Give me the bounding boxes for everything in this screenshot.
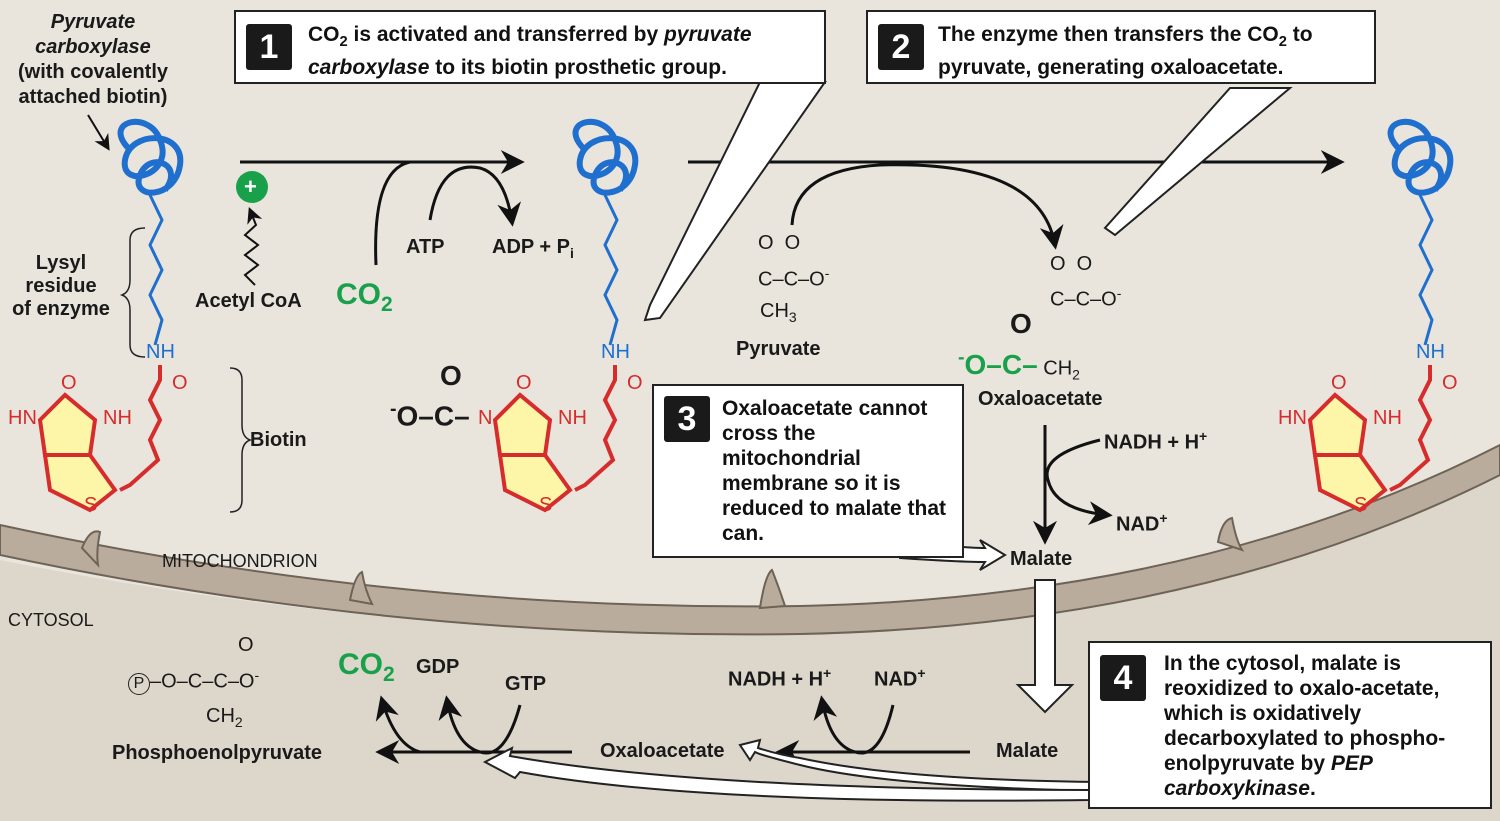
plus-sign: +	[244, 174, 257, 199]
co2-in-curve	[374, 160, 411, 266]
mitochondrial-membrane	[0, 443, 1500, 636]
biotin-mid-o: O	[516, 372, 532, 394]
callout4-pointer-b	[482, 746, 1091, 802]
cytosol-label: CYTOSOL	[8, 610, 94, 630]
callout2-pointer	[1103, 87, 1293, 237]
cyt-malate-label: Malate	[996, 740, 1059, 762]
enzyme-left-nh: NH	[146, 341, 175, 363]
biotin-label: Biotin	[250, 429, 307, 451]
pep-carbonyl-o: O	[238, 634, 254, 656]
callout-step-2: 2 The enzyme then transfers the CO2 to p…	[866, 10, 1376, 84]
mito-nadh-label: NADH + H+	[1104, 428, 1208, 454]
enzyme-right-nh: NH	[1416, 341, 1445, 363]
biotin-right-s: S	[1354, 494, 1368, 516]
pyruvate-curve	[790, 163, 1064, 250]
pep-ch2: CH2	[206, 705, 243, 730]
membrane-bump-3	[758, 568, 787, 610]
biotin-mid-n: N	[478, 407, 493, 429]
cyt-nadh-label: NADH + H+	[728, 665, 832, 691]
gtp-curve	[438, 695, 522, 755]
step-1-text: CO2 is activated and transferred by pyru…	[308, 23, 752, 80]
biotin-right-nh: NH	[1373, 407, 1402, 429]
enzyme-right	[1307, 118, 1454, 513]
nadh-curve	[1045, 438, 1113, 526]
biotin-left-hn: HN	[8, 407, 37, 429]
pyruvate-oxygens: O O	[758, 232, 801, 254]
oaa-oxygens: O O	[1050, 253, 1093, 275]
step-number-3: 3	[664, 396, 710, 442]
nad-curve	[813, 695, 895, 755]
step-number-2: 2	[878, 24, 924, 70]
co2-out-curve	[375, 695, 421, 754]
step-number-1: 1	[246, 24, 292, 70]
callout-step-1: 1 CO2 is activated and transferred by py…	[234, 10, 826, 84]
pyruvate-label: Pyruvate	[736, 338, 821, 360]
biotin-right-hn: HN	[1278, 407, 1307, 429]
enzyme-left-amide-o: O	[172, 372, 188, 394]
mitochondrion-label: MITOCHONDRION	[162, 551, 318, 571]
carboxybiotin-o: O	[440, 360, 462, 391]
step-number-4: 4	[1100, 655, 1146, 701]
pep-chain: P–O–C–C–O-	[128, 667, 259, 695]
oaa-new-carboxyl-o: O	[1010, 308, 1032, 339]
transport-arrow	[1015, 579, 1075, 714]
carboxybiotin-group: -O–C–	[390, 398, 470, 432]
cyt-oxaloacetate-label: Oxaloacetate	[600, 740, 725, 762]
membrane-bump-1	[80, 530, 102, 569]
cyt-nad-label: NAD+	[874, 665, 926, 691]
oaa-chain: C–C–O-	[1050, 285, 1122, 311]
membrane-bump-4	[1216, 516, 1245, 552]
pyruvate-chain: C–C–O-	[758, 265, 830, 291]
pep-label: Phosphoenolpyruvate	[112, 742, 323, 764]
oxaloacetate-label: Oxaloacetate	[978, 388, 1103, 410]
acetyl-coa-label: Acetyl CoA	[195, 290, 302, 312]
atp-label: ATP	[406, 236, 445, 258]
atp-curve	[428, 165, 522, 227]
biotin-left-o: O	[61, 372, 77, 394]
oaa-new-carboxyl: -O–C– CH2	[958, 347, 1080, 383]
mito-nad-label: NAD+	[1116, 510, 1168, 536]
step-2-text: The enzyme then transfers the CO2 to pyr…	[938, 23, 1313, 80]
enzyme-middle	[492, 118, 639, 513]
biotin-left-nh: NH	[103, 407, 132, 429]
lysyl-brace	[119, 227, 146, 358]
biotin-brace	[229, 367, 253, 513]
enzyme-mid-nh: NH	[601, 341, 630, 363]
lysyl-label: Lysyl residue of enzyme	[12, 252, 110, 320]
membrane-bump-2	[348, 570, 374, 606]
enzyme-left	[37, 118, 184, 513]
enzyme-mid-amide-o: O	[627, 372, 643, 394]
callout-step-4: 4 In the cytosol, malate is reoxidized t…	[1088, 641, 1492, 809]
step-3-text: Oxaloacetate cannot cross the mitochondr…	[722, 397, 947, 545]
co2-in-label: CO2	[336, 278, 393, 316]
biotin-mid-nh: NH	[558, 407, 587, 429]
enzyme-pointer	[87, 114, 110, 151]
gtp-label: GTP	[505, 673, 547, 695]
enzyme-label: Pyruvate carboxylase (with covalently at…	[17, 11, 169, 108]
gdp-label: GDP	[416, 656, 460, 678]
enzyme-right-amide-o: O	[1442, 372, 1458, 394]
activator-plus-circle	[236, 171, 268, 203]
step-4-text: In the cytosol, malate is reoxidized to …	[1164, 652, 1446, 800]
callout-step-3: 3 Oxaloacetate cannot cross the mitochon…	[652, 384, 964, 558]
biotin-right-o: O	[1331, 372, 1347, 394]
pyruvate-ch3: CH3	[760, 300, 797, 325]
activator-squiggle	[243, 207, 263, 286]
co2-out-label: CO2	[338, 648, 395, 686]
biotin-left-s: S	[84, 494, 98, 516]
biotin-mid-s: S	[539, 494, 553, 516]
malate-label: Malate	[1010, 548, 1073, 570]
adp-label: ADP + Pi	[492, 236, 574, 261]
phosphate-icon: P	[128, 672, 150, 695]
